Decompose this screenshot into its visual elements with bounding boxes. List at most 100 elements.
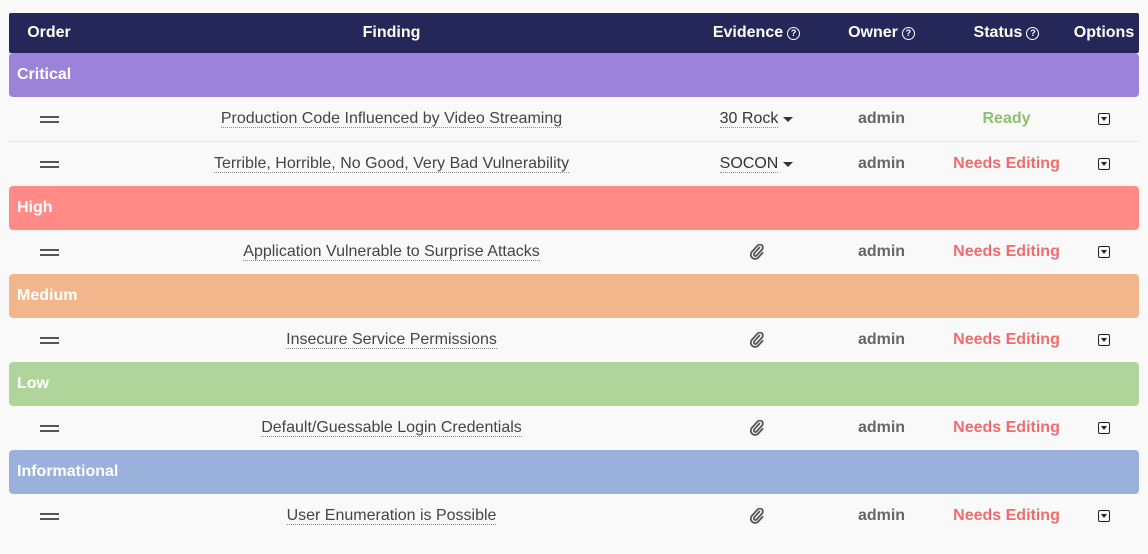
options-dropdown-icon[interactable]: [1098, 158, 1110, 170]
drag-handle-icon[interactable]: [39, 512, 59, 520]
finding-title-link[interactable]: Application Vulnerable to Surprise Attac…: [243, 243, 540, 261]
table-row: Production Code Influenced by Video Stre…: [9, 97, 1139, 142]
options-dropdown-icon[interactable]: [1098, 113, 1110, 125]
paperclip-icon[interactable]: [749, 420, 764, 436]
severity-group-medium: Medium: [9, 274, 1139, 318]
finding-cell: Insecure Service Permissions: [89, 331, 694, 349]
table-row: User Enumeration is Possible admin Needs…: [9, 494, 1139, 538]
options-cell: [1069, 113, 1139, 125]
evidence-cell: [694, 244, 819, 260]
owner-name: admin: [857, 243, 906, 260]
severity-label: Critical: [17, 66, 72, 83]
table-row: Terrible, Horrible, No Good, Very Bad Vu…: [9, 142, 1139, 186]
evidence-cell: SOCON: [694, 155, 819, 173]
finding-cell: Production Code Influenced by Video Stre…: [89, 110, 694, 128]
order-cell: [9, 336, 89, 344]
order-cell: [9, 248, 89, 256]
owner-name: admin: [857, 507, 906, 524]
status-cell: Needs Editing: [944, 331, 1069, 349]
order-cell: [9, 424, 89, 432]
options-cell: [1069, 246, 1139, 258]
severity-label: Medium: [17, 287, 78, 304]
drag-handle-icon[interactable]: [39, 248, 59, 256]
header-order: Order: [27, 24, 71, 41]
severity-group-high: High: [9, 186, 1139, 230]
owner-cell: admin: [819, 507, 944, 525]
header-finding: Finding: [362, 24, 421, 41]
findings-table: Order Finding Evidence? Owner? Status? O…: [9, 13, 1139, 538]
status-text: Ready: [982, 110, 1031, 127]
paperclip-icon[interactable]: [749, 244, 764, 260]
severity-group-critical: Critical: [9, 53, 1139, 97]
drag-handle-icon[interactable]: [39, 336, 59, 344]
options-cell: [1069, 510, 1139, 522]
options-cell: [1069, 158, 1139, 170]
order-cell: [9, 160, 89, 168]
owner-cell: admin: [819, 110, 944, 128]
drag-handle-icon[interactable]: [39, 160, 59, 168]
owner-cell: admin: [819, 155, 944, 173]
evidence-cell: 30 Rock: [694, 110, 819, 128]
owner-cell: admin: [819, 243, 944, 261]
table-row: Insecure Service Permissions admin Needs…: [9, 318, 1139, 362]
evidence-cell: [694, 508, 819, 524]
options-dropdown-icon[interactable]: [1098, 510, 1110, 522]
help-icon[interactable]: ?: [901, 26, 915, 40]
status-text: Needs Editing: [953, 331, 1060, 348]
status-cell: Needs Editing: [944, 243, 1069, 261]
options-dropdown-icon[interactable]: [1098, 422, 1110, 434]
caret-down-icon[interactable]: [783, 116, 794, 122]
header-status: Status?: [944, 24, 1069, 42]
options-dropdown-icon[interactable]: [1098, 334, 1110, 346]
options-cell: [1069, 422, 1139, 434]
status-text: Needs Editing: [953, 155, 1060, 172]
evidence-cell: [694, 332, 819, 348]
drag-handle-icon[interactable]: [39, 424, 59, 432]
owner-name: admin: [857, 110, 906, 127]
finding-cell: Terrible, Horrible, No Good, Very Bad Vu…: [89, 155, 694, 173]
evidence-cell: [694, 420, 819, 436]
header-owner: Owner?: [819, 24, 944, 42]
evidence-dropdown[interactable]: SOCON: [719, 155, 779, 173]
owner-name: admin: [857, 419, 906, 436]
status-cell: Ready: [944, 110, 1069, 128]
owner-name: admin: [857, 155, 906, 172]
severity-group-low: Low: [9, 362, 1139, 406]
help-icon[interactable]: ?: [787, 26, 801, 40]
order-cell: [9, 115, 89, 123]
options-cell: [1069, 334, 1139, 346]
finding-cell: User Enumeration is Possible: [89, 507, 694, 525]
finding-title-link[interactable]: User Enumeration is Possible: [286, 507, 497, 525]
severity-label: High: [17, 199, 53, 216]
header-evidence: Evidence?: [694, 24, 819, 42]
header-options: Options: [1073, 24, 1135, 41]
caret-down-icon[interactable]: [783, 161, 794, 167]
evidence-dropdown[interactable]: 30 Rock: [719, 110, 779, 128]
finding-title-link[interactable]: Insecure Service Permissions: [286, 331, 497, 349]
owner-cell: admin: [819, 331, 944, 349]
status-text: Needs Editing: [953, 419, 1060, 436]
table-row: Default/Guessable Login Credentials admi…: [9, 406, 1139, 450]
owner-cell: admin: [819, 419, 944, 437]
finding-cell: Default/Guessable Login Credentials: [89, 419, 694, 437]
status-cell: Needs Editing: [944, 419, 1069, 437]
severity-group-informational: Informational: [9, 450, 1139, 494]
table-row: Application Vulnerable to Surprise Attac…: [9, 230, 1139, 274]
finding-title-link[interactable]: Default/Guessable Login Credentials: [261, 419, 522, 437]
drag-handle-icon[interactable]: [39, 115, 59, 123]
severity-label: Low: [17, 375, 49, 392]
finding-title-link[interactable]: Production Code Influenced by Video Stre…: [220, 110, 563, 128]
status-cell: Needs Editing: [944, 507, 1069, 525]
order-cell: [9, 512, 89, 520]
options-dropdown-icon[interactable]: [1098, 246, 1110, 258]
status-text: Needs Editing: [953, 243, 1060, 260]
paperclip-icon[interactable]: [749, 332, 764, 348]
status-text: Needs Editing: [953, 507, 1060, 524]
help-icon[interactable]: ?: [1026, 26, 1040, 40]
paperclip-icon[interactable]: [749, 508, 764, 524]
status-cell: Needs Editing: [944, 155, 1069, 173]
finding-groups: Critical Production Code Influenced by V…: [9, 53, 1139, 538]
finding-title-link[interactable]: Terrible, Horrible, No Good, Very Bad Vu…: [213, 155, 570, 173]
owner-name: admin: [857, 331, 906, 348]
severity-label: Informational: [17, 463, 119, 480]
